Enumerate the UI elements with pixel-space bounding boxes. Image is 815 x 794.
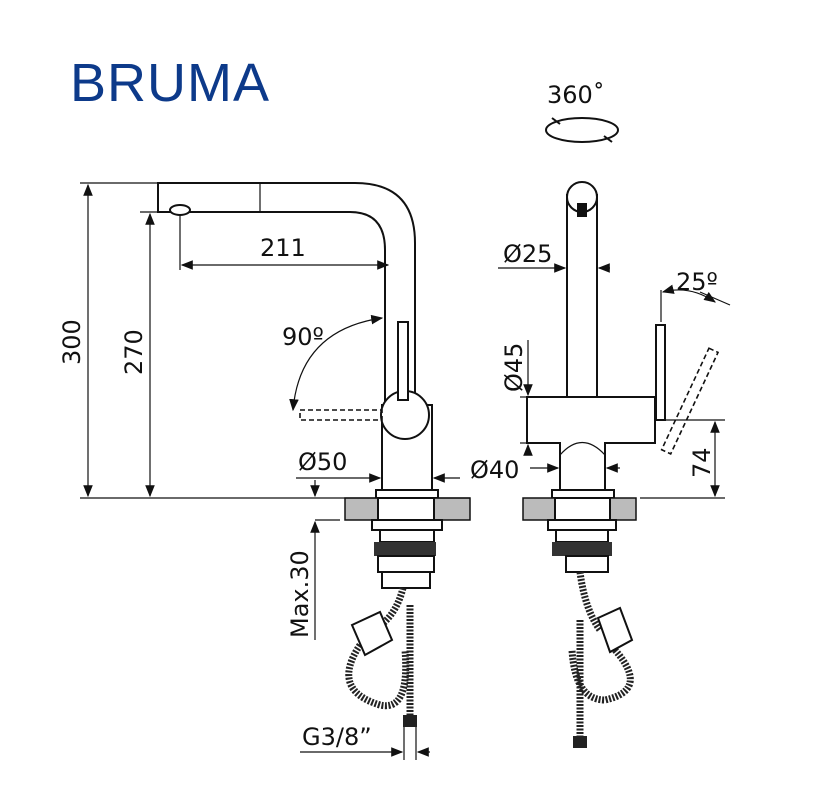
dim-total-height: 300: [58, 319, 86, 365]
dim-front-base-diameter: Ø40: [470, 456, 519, 484]
dim-connection: G3/8”: [302, 723, 372, 751]
dim-reach: 211: [260, 234, 306, 262]
dim-body-height: 74: [688, 447, 716, 478]
rotation-360-icon: [545, 117, 619, 143]
front-view-faucet: [522, 181, 720, 748]
side-view-dimensions: [80, 182, 470, 760]
rotation-label: 360˚: [547, 81, 605, 109]
dim-max-thickness: Max.30: [286, 550, 314, 638]
dim-lever-angle-side: 90º: [282, 323, 324, 351]
brand-logo: BRUMA: [70, 53, 271, 113]
dim-base-diameter: Ø50: [298, 448, 347, 476]
dim-spout-height: 270: [120, 329, 148, 375]
dim-spout-diameter: Ø25: [503, 240, 552, 268]
dim-body-diameter: Ø45: [500, 343, 528, 392]
dim-lever-angle-front: 25º: [676, 268, 718, 296]
front-view-dimensions: [498, 263, 731, 499]
